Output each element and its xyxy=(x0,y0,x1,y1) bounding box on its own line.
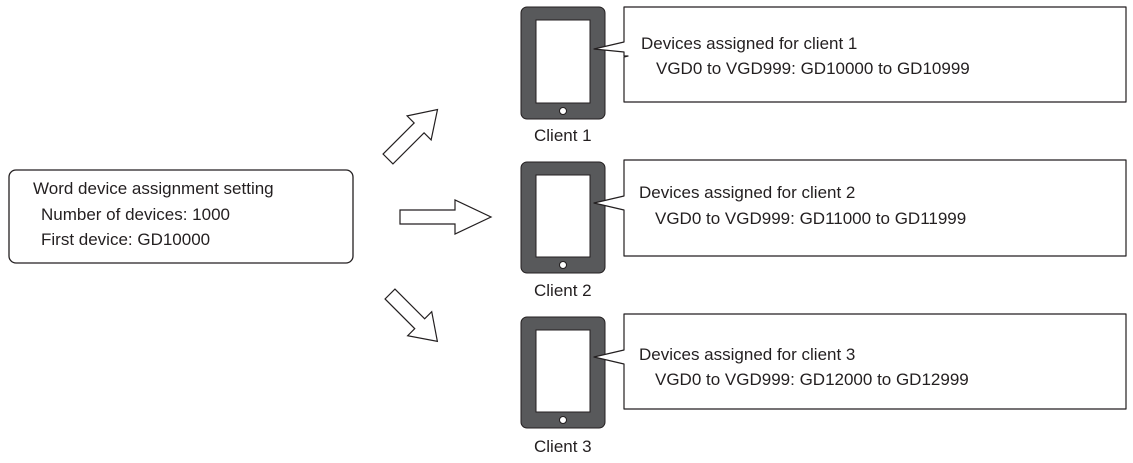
callout-client-1: Devices assigned for client 1 VGD0 to VG… xyxy=(593,6,1127,103)
client-3: Client 3 Devices assigned for client 3 V… xyxy=(520,313,1127,456)
setting-box: Word device assignment setting Number of… xyxy=(8,169,354,264)
hollow-arrow-icon xyxy=(382,108,493,343)
callout-client-1-title: Devices assigned for client 1 xyxy=(641,34,857,53)
tablet-icon xyxy=(520,6,606,120)
client-3-label: Client 3 xyxy=(534,437,592,456)
setting-title: Word device assignment setting xyxy=(33,179,274,198)
client-1-label: Client 1 xyxy=(534,126,592,145)
arrow-to-client-3-icon xyxy=(384,288,439,343)
arrow-to-client-1-icon xyxy=(382,108,439,165)
setting-first-device: First device: GD10000 xyxy=(41,230,210,249)
setting-number-of-devices: Number of devices: 1000 xyxy=(41,205,230,224)
callout-client-2-title: Devices assigned for client 2 xyxy=(639,183,855,202)
callout-client-2-detail: VGD0 to VGD999: GD11000 to GD11999 xyxy=(655,209,966,228)
tablet-icon xyxy=(520,316,606,429)
callout-client-3-title: Devices assigned for client 3 xyxy=(639,345,855,364)
client-1: Client 1 Devices assigned for client 1 V… xyxy=(520,6,1127,145)
client-2: Client 2 Devices assigned for client 2 V… xyxy=(520,159,1127,300)
callout-client-2: Devices assigned for client 2 VGD0 to VG… xyxy=(593,159,1127,257)
callout-client-3: Devices assigned for client 3 VGD0 to VG… xyxy=(593,313,1127,410)
callout-client-1-detail: VGD0 to VGD999: GD10000 to GD10999 xyxy=(656,59,970,78)
arrow-to-client-2-icon xyxy=(399,199,493,235)
callout-client-3-detail: VGD0 to VGD999: GD12000 to GD12999 xyxy=(655,370,969,389)
tablet-icon xyxy=(520,161,606,274)
client-2-label: Client 2 xyxy=(534,281,592,300)
